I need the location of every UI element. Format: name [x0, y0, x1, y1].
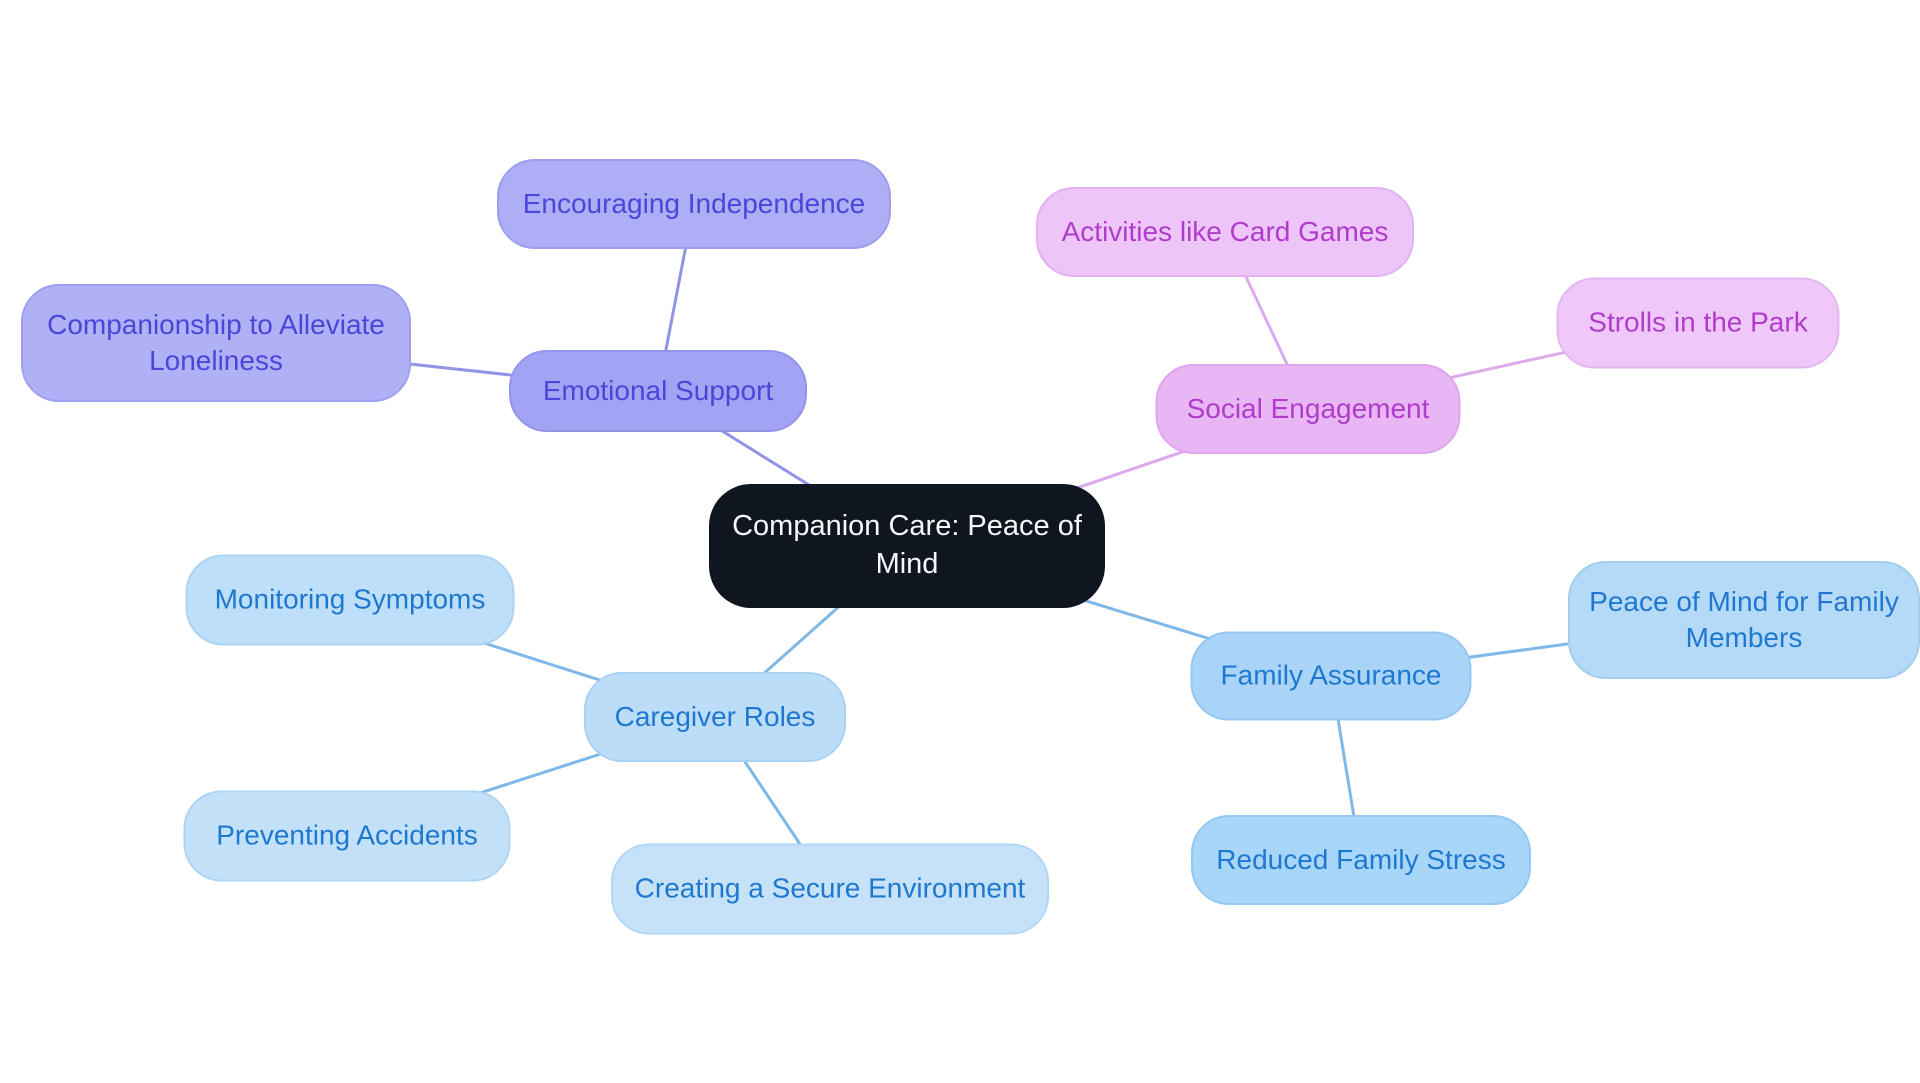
- node-strolls-in-the-park[interactable]: Strolls in the Park: [1556, 277, 1840, 369]
- node-companionship-loneliness[interactable]: Companionship to Alleviate Loneliness: [21, 284, 411, 402]
- node-label: Monitoring Symptoms: [214, 583, 486, 615]
- node-label: Preventing Accidents: [216, 819, 478, 851]
- node-label: Companionship to Alleviate Loneliness: [47, 308, 385, 376]
- node-label: Emotional Support: [542, 374, 774, 406]
- node-emotional-support[interactable]: Emotional Support: [509, 350, 807, 432]
- node-companion-care-central[interactable]: Companion Care: Peace of Mind: [709, 484, 1105, 608]
- node-label: Reduced Family Stress: [1216, 843, 1506, 875]
- node-creating-secure-environment[interactable]: Creating a Secure Environment: [611, 843, 1049, 935]
- node-family-assurance[interactable]: Family Assurance: [1190, 631, 1472, 721]
- node-encouraging-independence[interactable]: Encouraging Independence: [497, 159, 891, 249]
- node-label: Peace of Mind for Family Members: [1589, 585, 1899, 653]
- node-activities-card-games[interactable]: Activities like Card Games: [1036, 187, 1414, 277]
- node-label: Creating a Secure Environment: [634, 872, 1026, 904]
- node-social-engagement[interactable]: Social Engagement: [1155, 364, 1461, 454]
- node-label: Social Engagement: [1186, 392, 1430, 424]
- node-label: Companion Care: Peace of Mind: [732, 510, 1082, 580]
- node-peace-of-mind-family[interactable]: Peace of Mind for Family Members: [1568, 561, 1920, 679]
- node-label: Strolls in the Park: [1588, 306, 1808, 338]
- node-label: Caregiver Roles: [614, 700, 816, 732]
- node-preventing-accidents[interactable]: Preventing Accidents: [183, 790, 511, 882]
- node-label: Encouraging Independence: [522, 187, 866, 219]
- node-caregiver-roles[interactable]: Caregiver Roles: [584, 672, 846, 762]
- node-reduced-family-stress[interactable]: Reduced Family Stress: [1191, 815, 1531, 905]
- node-label: Family Assurance: [1220, 659, 1442, 691]
- node-monitoring-symptoms[interactable]: Monitoring Symptoms: [185, 554, 515, 646]
- node-label: Activities like Card Games: [1061, 215, 1389, 247]
